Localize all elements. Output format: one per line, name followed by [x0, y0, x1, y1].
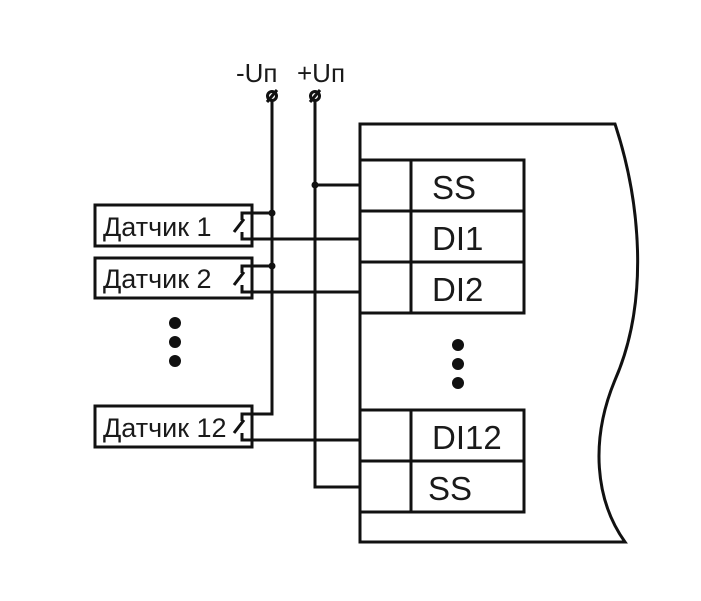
sensor-1-switch-icon	[232, 211, 360, 241]
minus-supply-label: -Uп	[236, 58, 278, 88]
terminal-ellipsis-icon	[452, 339, 464, 389]
terminal-ss-top: SS	[432, 169, 476, 206]
junction-dot	[268, 262, 276, 270]
plus-supply-wire	[313, 100, 360, 489]
sensor-1-box	[93, 203, 254, 248]
sensor-12-switch-icon	[232, 100, 360, 442]
plus-supply-label: +Uп	[297, 58, 345, 88]
terminal-di1: DI1	[432, 220, 483, 257]
sensor-2-label: Датчик 2	[103, 264, 212, 294]
sensor-2-box	[93, 256, 254, 300]
sensor-1-label: Датчик 1	[103, 212, 212, 242]
terminal-di2: DI2	[432, 271, 483, 308]
sensor-12-label: Датчик 12	[103, 413, 227, 443]
junction-dot	[268, 209, 276, 217]
sensor-12-box	[93, 404, 254, 449]
terminal-block-bottom	[358, 408, 526, 514]
terminal-di12: DI12	[432, 419, 502, 456]
sensor-ellipsis-icon	[169, 317, 181, 367]
terminal-block-top	[358, 158, 526, 315]
terminal-ss-bottom: SS	[428, 470, 472, 507]
junction-dot	[311, 181, 319, 189]
sensor-2-switch-icon	[232, 264, 360, 294]
